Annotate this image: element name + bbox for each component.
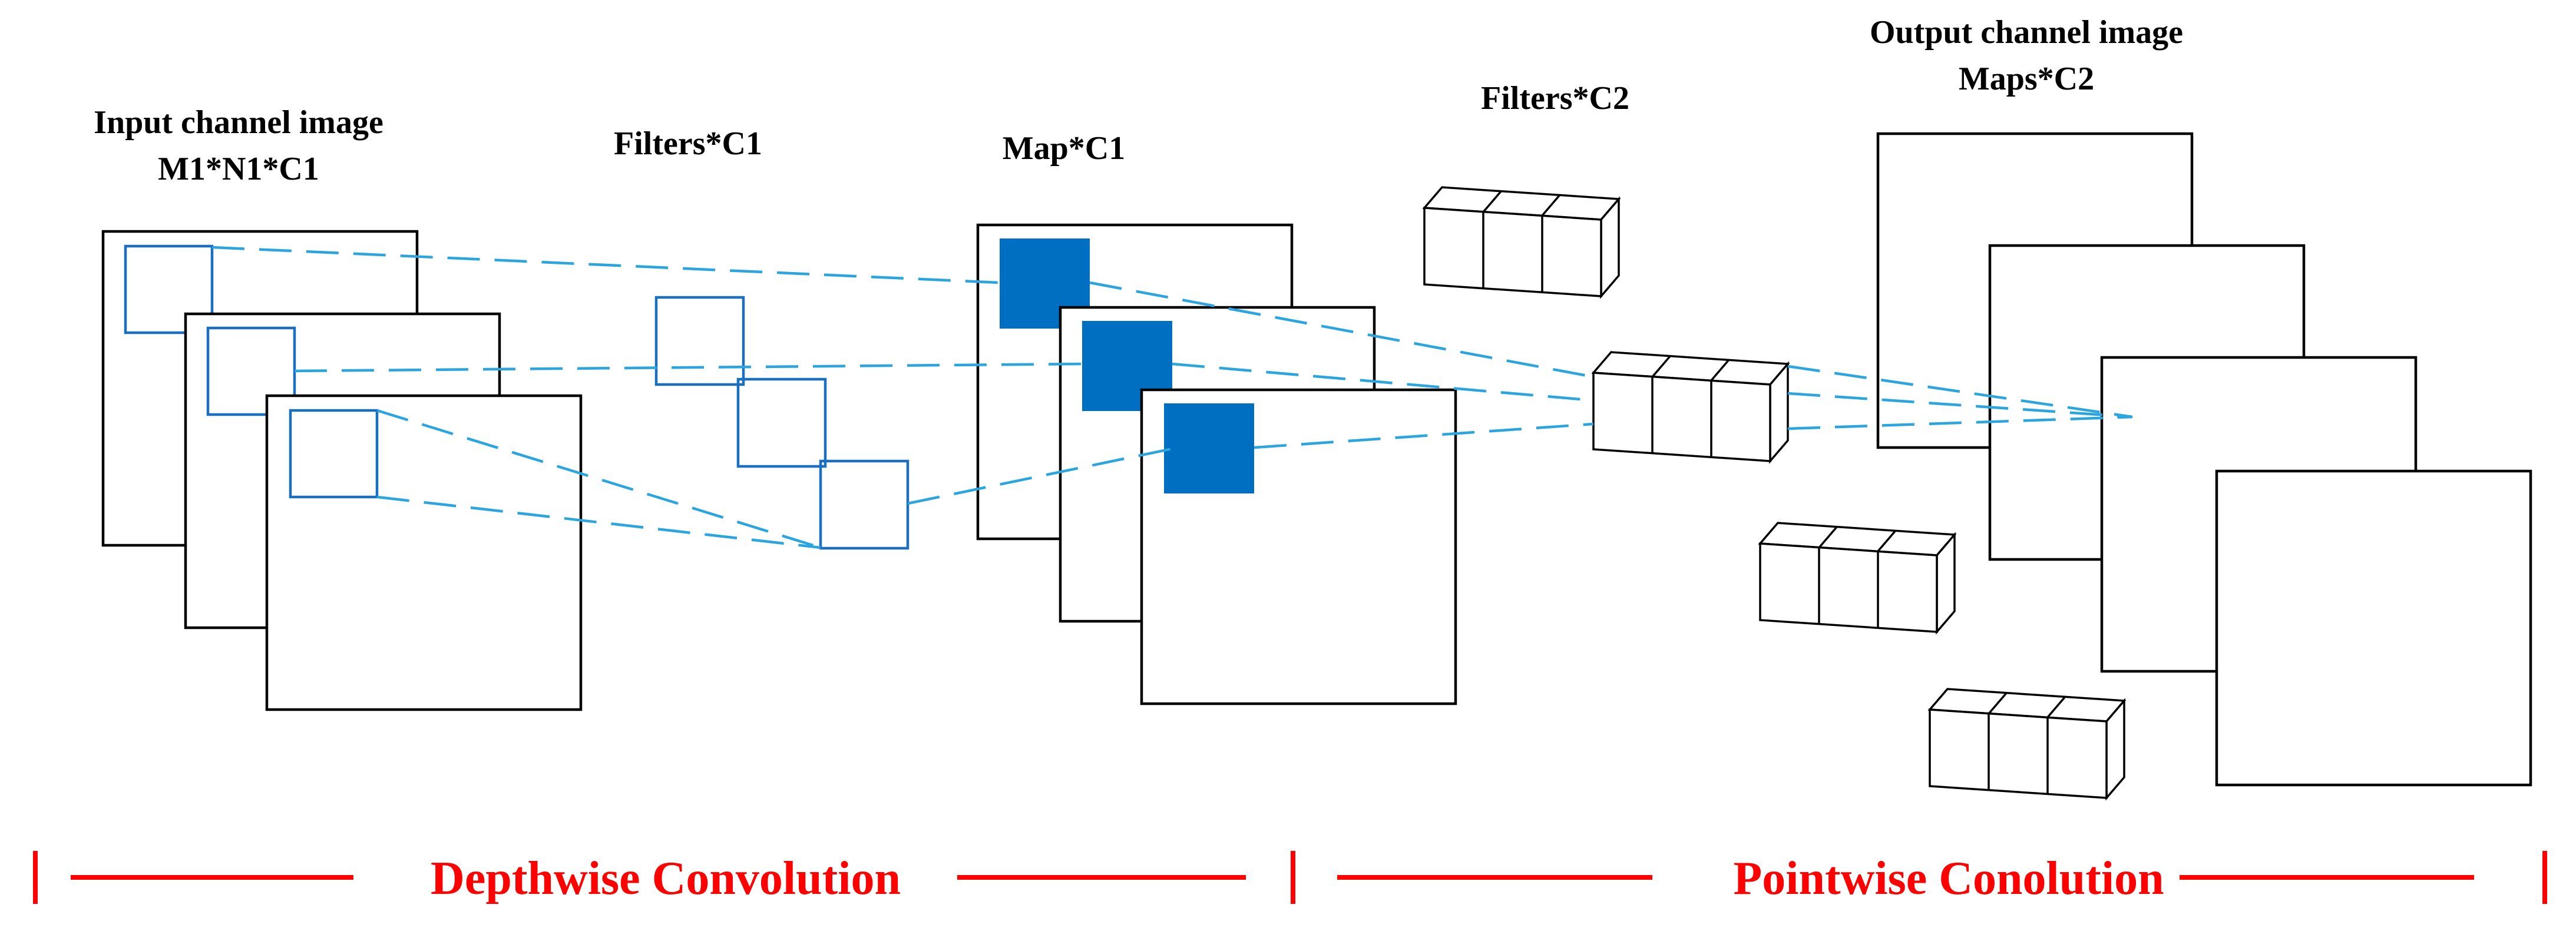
input-dims-label: M1*N1*C1 <box>158 151 319 187</box>
pointwise-filter-1 <box>1423 186 1620 297</box>
input-channel-stack <box>101 230 583 711</box>
connector-map1-pwfilter <box>1089 281 1594 379</box>
depthwise-filter-2 <box>736 377 827 468</box>
connector-map2-pwfilter <box>1172 362 1594 402</box>
connector-lines <box>211 246 2133 549</box>
input-window-1 <box>124 244 214 334</box>
connector-map3-pwfilter <box>1254 422 1594 449</box>
connector-input2-map2 <box>294 362 1083 373</box>
connector-pwfilter-out-a <box>1787 365 2133 419</box>
depthwise-filter-3 <box>819 459 910 550</box>
output-channel-stack <box>1876 132 2532 787</box>
pointwise-filter-2 <box>1592 351 1789 462</box>
filters-c2-label: Filters*C2 <box>1481 80 1629 117</box>
input-channel-title: Input channel image <box>94 104 383 141</box>
pointwise-convolution-label: Pointwise Conolution <box>1733 853 2164 904</box>
filters-c1-label: Filters*C1 <box>614 125 762 162</box>
connector-input3-filter3-bottom <box>376 495 821 549</box>
output-channel-title: Output channel image <box>1870 14 2183 51</box>
connector-input1-map1 <box>211 246 1000 284</box>
input-window-2 <box>206 326 296 416</box>
pointwise-filter-4 <box>1929 688 2125 799</box>
connector-input3-filter3-top <box>376 409 821 549</box>
map-pixel-3 <box>1164 403 1254 493</box>
depthwise-filter-1 <box>654 296 745 386</box>
connector-pwfilter-out-b <box>1787 392 2133 419</box>
input-window-3 <box>289 409 379 499</box>
output-dims-label: Maps*C2 <box>1959 61 2094 97</box>
input-channel-3 <box>265 394 583 711</box>
output-channel-4 <box>2215 469 2532 787</box>
depthwise-convolution-label: Depthwise Convolution <box>431 853 901 904</box>
section-bar: Depthwise Convolution Pointwise Conoluti… <box>33 851 2547 904</box>
map-c1-label: Map*C1 <box>1003 130 1125 167</box>
depthwise-filters <box>654 296 910 550</box>
connector-pwfilter-out-c <box>1787 415 2133 430</box>
depthwise-map-stack <box>976 223 1457 705</box>
pointwise-filter-3 <box>1759 522 1956 633</box>
